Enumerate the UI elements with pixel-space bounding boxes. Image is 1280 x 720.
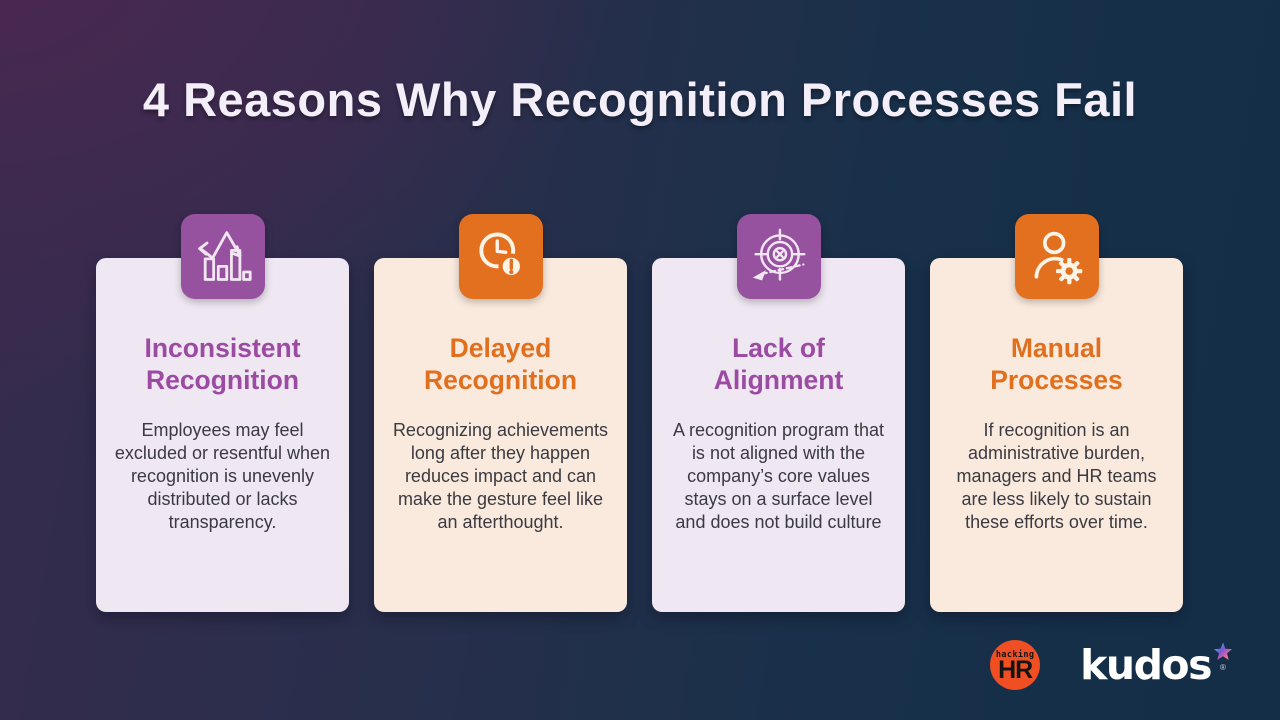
card-delayed-recognition: Delayed Recognition Recognizing achievem… (374, 214, 627, 612)
card-title: Manual Processes (990, 333, 1123, 396)
card-body: A recognition program that is not aligne… (672, 419, 885, 532)
card-body: If recognition is an administrative burd… (956, 419, 1157, 532)
hacking-hr-logo: hacking HR (990, 640, 1041, 690)
hacking-hr-logo-bottom-text: HR (998, 656, 1033, 685)
footer-logos: hacking HR kudos ® (990, 640, 1234, 690)
card-lack-of-alignment: Lack of Alignment A recognition program … (652, 214, 905, 612)
missed-target-icon (736, 214, 821, 299)
card-manual-processes: Manual Processes If recognition is an ad… (930, 214, 1183, 612)
kudos-star-icon (1214, 641, 1232, 660)
card-inconsistent-recognition: Inconsistent Recognition Employees may f… (96, 214, 349, 612)
bar-chart-trend-icon (180, 214, 265, 299)
kudos-registered-mark: ® (1220, 662, 1226, 672)
delayed-clock-icon (458, 214, 543, 299)
hacking-hr-logo-top-text: hacking (995, 650, 1035, 661)
person-gear-icon (1014, 214, 1099, 299)
card-title: Inconsistent Recognition (144, 333, 301, 396)
page-title: 4 Reasons Why Recognition Processes Fail (142, 73, 1138, 126)
card-title: Lack of Alignment (713, 333, 844, 396)
card-body: Employees may feel excluded or resentful… (114, 419, 331, 532)
card-body: Recognizing achievements long after they… (392, 419, 609, 532)
card-title: Delayed Recognition (423, 333, 578, 396)
kudos-logo-text: kudos (1080, 640, 1212, 689)
cards-row: Inconsistent Recognition Employees may f… (96, 214, 1183, 612)
kudos-logo: kudos ® (1080, 640, 1234, 689)
